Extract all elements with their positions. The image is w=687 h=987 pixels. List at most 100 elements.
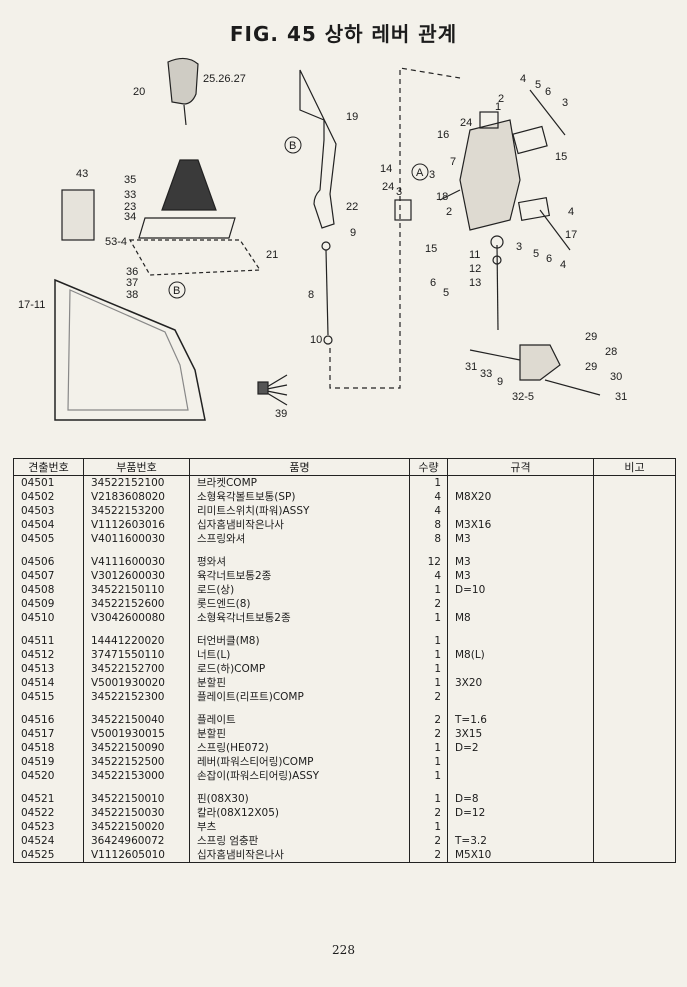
callout: 39	[275, 408, 287, 420]
cell-remarks	[593, 848, 676, 863]
cell-spec	[447, 690, 594, 704]
cell-ref-no: 04506	[13, 555, 84, 569]
circled-mark-a: A	[411, 163, 429, 181]
cell-remarks	[593, 755, 676, 769]
cell-spec	[447, 769, 594, 783]
cell-spec: D=10	[447, 583, 594, 597]
callout: 3	[429, 169, 435, 181]
cell-remarks	[593, 518, 676, 532]
callout: 36	[126, 266, 138, 278]
callout: 17	[565, 229, 577, 241]
cell-name: 로드(하)COMP	[189, 662, 410, 676]
lower-fitting	[519, 344, 561, 381]
cell-qty: 1	[409, 676, 448, 690]
callout: 33	[480, 368, 492, 380]
callout: 5	[533, 248, 539, 260]
screw-line-a	[529, 89, 566, 136]
callout: 38	[126, 289, 138, 301]
cell-spec	[447, 475, 594, 490]
lower-link	[469, 349, 521, 361]
cell-qty: 4	[409, 490, 448, 504]
cell-name: 스프링와셔	[189, 532, 410, 546]
cell-part-no: 34522152700	[83, 662, 190, 676]
cell-qty: 1	[409, 634, 448, 648]
group-spacer	[13, 546, 676, 555]
cell-part-no: V5001930015	[83, 727, 190, 741]
callout: 4	[568, 206, 574, 218]
cell-qty: 1	[409, 820, 448, 834]
header-remarks: 비고	[593, 458, 676, 476]
cell-remarks	[593, 806, 676, 820]
table-header-row: 견출번호 부품번호 품명 수량 규격 비고	[13, 458, 676, 476]
rod-end-lower	[323, 335, 333, 345]
spacer-cell	[13, 546, 84, 555]
spacer-cell	[189, 783, 410, 792]
callout: 14	[380, 163, 392, 175]
cell-ref-no: 04503	[13, 504, 84, 518]
cell-part-no: V2183608020	[83, 490, 190, 504]
spacer-cell	[447, 625, 594, 634]
cell-qty: 8	[409, 532, 448, 546]
cell-spec: M8X20	[447, 490, 594, 504]
cell-remarks	[593, 648, 676, 662]
callout: 8	[308, 289, 314, 301]
cell-remarks	[593, 713, 676, 727]
cell-ref-no: 04521	[13, 792, 84, 806]
connector	[257, 381, 269, 395]
callout: 30	[610, 371, 622, 383]
callout: 12	[469, 263, 481, 275]
callout: 33	[124, 189, 136, 201]
cell-name: 부츠	[189, 820, 410, 834]
cell-part-no: V5001930020	[83, 676, 190, 690]
cell-remarks	[593, 727, 676, 741]
spacer-cell	[83, 783, 190, 792]
cell-qty: 2	[409, 727, 448, 741]
spring-link	[544, 379, 601, 396]
callout: 3	[396, 186, 402, 198]
spacer-cell	[83, 704, 190, 713]
callout: 5	[535, 79, 541, 91]
callout: 28	[605, 346, 617, 358]
cell-remarks	[593, 634, 676, 648]
cell-remarks	[593, 569, 676, 583]
cell-name: 리미트스위치(파워)ASSY	[189, 504, 410, 518]
cell-name: 십자홈냄비작은나사	[189, 848, 410, 863]
spacer-cell	[189, 546, 410, 555]
cell-ref-no: 04519	[13, 755, 84, 769]
spacer-cell	[13, 783, 84, 792]
cell-spec: 3X15	[447, 727, 594, 741]
exploded-diagram: B A B 20 25.26.27 19 4 5 6 3 2 1 24 16 1…	[18, 57, 627, 421]
cell-remarks	[593, 741, 676, 755]
mark-label: B	[289, 140, 296, 152]
cell-part-no: 34522152500	[83, 755, 190, 769]
callout: 29	[585, 361, 597, 373]
cell-part-no: 34522150030	[83, 806, 190, 820]
cell-qty: 1	[409, 755, 448, 769]
callout: 6	[546, 253, 552, 265]
callout: 16	[437, 129, 449, 141]
cell-remarks	[593, 769, 676, 783]
cell-part-no: 34522153200	[83, 504, 190, 518]
callouts: 20 25.26.27 19 4 5 6 3 2 1 24 16 15 14 7…	[18, 73, 627, 420]
cell-ref-no: 04523	[13, 820, 84, 834]
cell-remarks	[593, 583, 676, 597]
frame-outline	[54, 278, 206, 421]
callout: 10	[310, 334, 322, 346]
cell-part-no: 34522152100	[83, 475, 190, 490]
cell-ref-no: 04524	[13, 834, 84, 848]
callout: 6	[545, 86, 551, 98]
callout: 2	[446, 206, 452, 218]
page-number: 228	[332, 943, 355, 957]
limit-switch-top	[512, 125, 548, 155]
cell-qty: 2	[409, 690, 448, 704]
callout: 20	[133, 86, 145, 98]
